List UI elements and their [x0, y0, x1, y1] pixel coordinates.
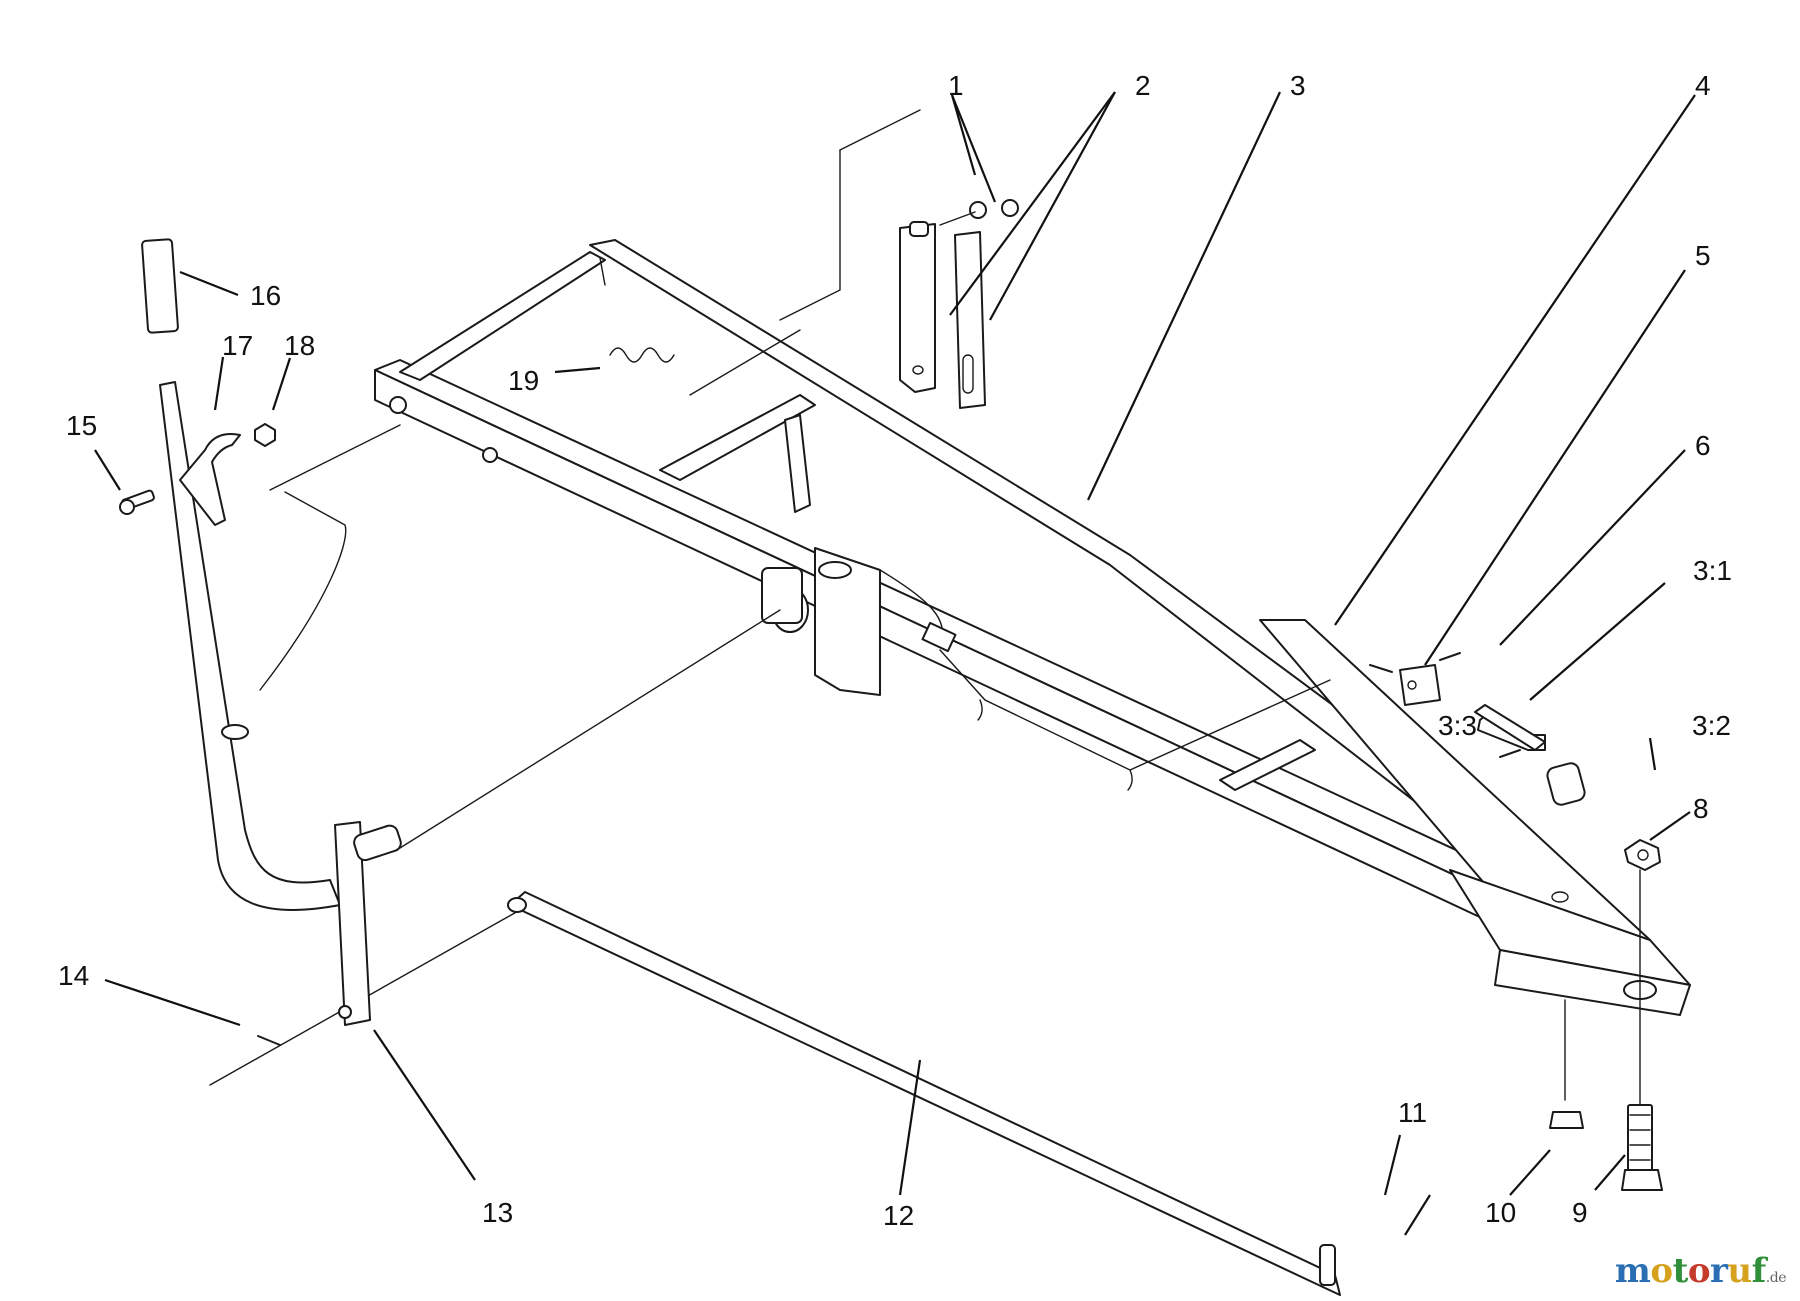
control-cable: [259, 491, 1331, 791]
callout-8: 8: [1693, 793, 1709, 824]
callout-2: 2: [1135, 70, 1151, 101]
callout-5: 5: [1695, 240, 1711, 271]
callout-14: 14: [58, 960, 89, 991]
callout-16: 16: [250, 280, 281, 311]
callout-13: 13: [482, 1197, 513, 1228]
callout-17: 17: [222, 330, 253, 361]
watermark-letter: f: [1751, 1251, 1767, 1291]
control-lever: [119, 238, 402, 1026]
callout-3: 3: [1290, 70, 1306, 101]
callout-15: 15: [66, 410, 97, 441]
hardware-4-5-6: [1369, 652, 1461, 706]
watermark-letter: m: [1614, 1251, 1651, 1291]
callout-3-3: 3:3: [1438, 710, 1477, 741]
assembly-guide-lines: [209, 329, 1641, 1106]
callout-18: 18: [284, 330, 315, 361]
bolt-and-nuts: [1549, 839, 1663, 1191]
watermark-letter: r: [1710, 1251, 1728, 1291]
callout-19: 19: [508, 365, 539, 396]
spring-clip-19: [609, 347, 675, 363]
callout-10: 10: [1485, 1197, 1516, 1228]
callout-labels: 1 2 3 4 5 6 3:1 3:2 3:3 8 9 10 11 12 13 …: [58, 70, 1732, 1231]
callout-1: 1: [948, 70, 964, 101]
callout-3-2: 3:2: [1692, 710, 1731, 741]
callout-3-1: 3:1: [1693, 555, 1732, 586]
callout-11: 11: [1398, 1097, 1427, 1128]
mounting-plate: [779, 109, 921, 321]
watermark-letter: o: [1650, 1251, 1673, 1291]
callout-12: 12: [883, 1200, 914, 1231]
watermark-letter: u: [1727, 1251, 1752, 1291]
main-frame: [374, 239, 1691, 1016]
watermark-letter: t: [1672, 1251, 1689, 1291]
callout-9: 9: [1572, 1197, 1588, 1228]
linkage-rod-12: [507, 891, 1341, 1296]
pin-assembly-3: [1474, 704, 1586, 806]
watermark-letters: motoruf: [1615, 1251, 1766, 1291]
callout-6: 6: [1695, 430, 1711, 461]
watermark-logo: motoruf.de: [1615, 1251, 1787, 1291]
leader-lines: [94, 91, 1696, 1236]
callout-4: 4: [1695, 70, 1711, 101]
watermark-suffix: .de: [1765, 1270, 1787, 1286]
watermark-letter: o: [1687, 1251, 1711, 1291]
cotter-pins: [257, 1035, 281, 1046]
